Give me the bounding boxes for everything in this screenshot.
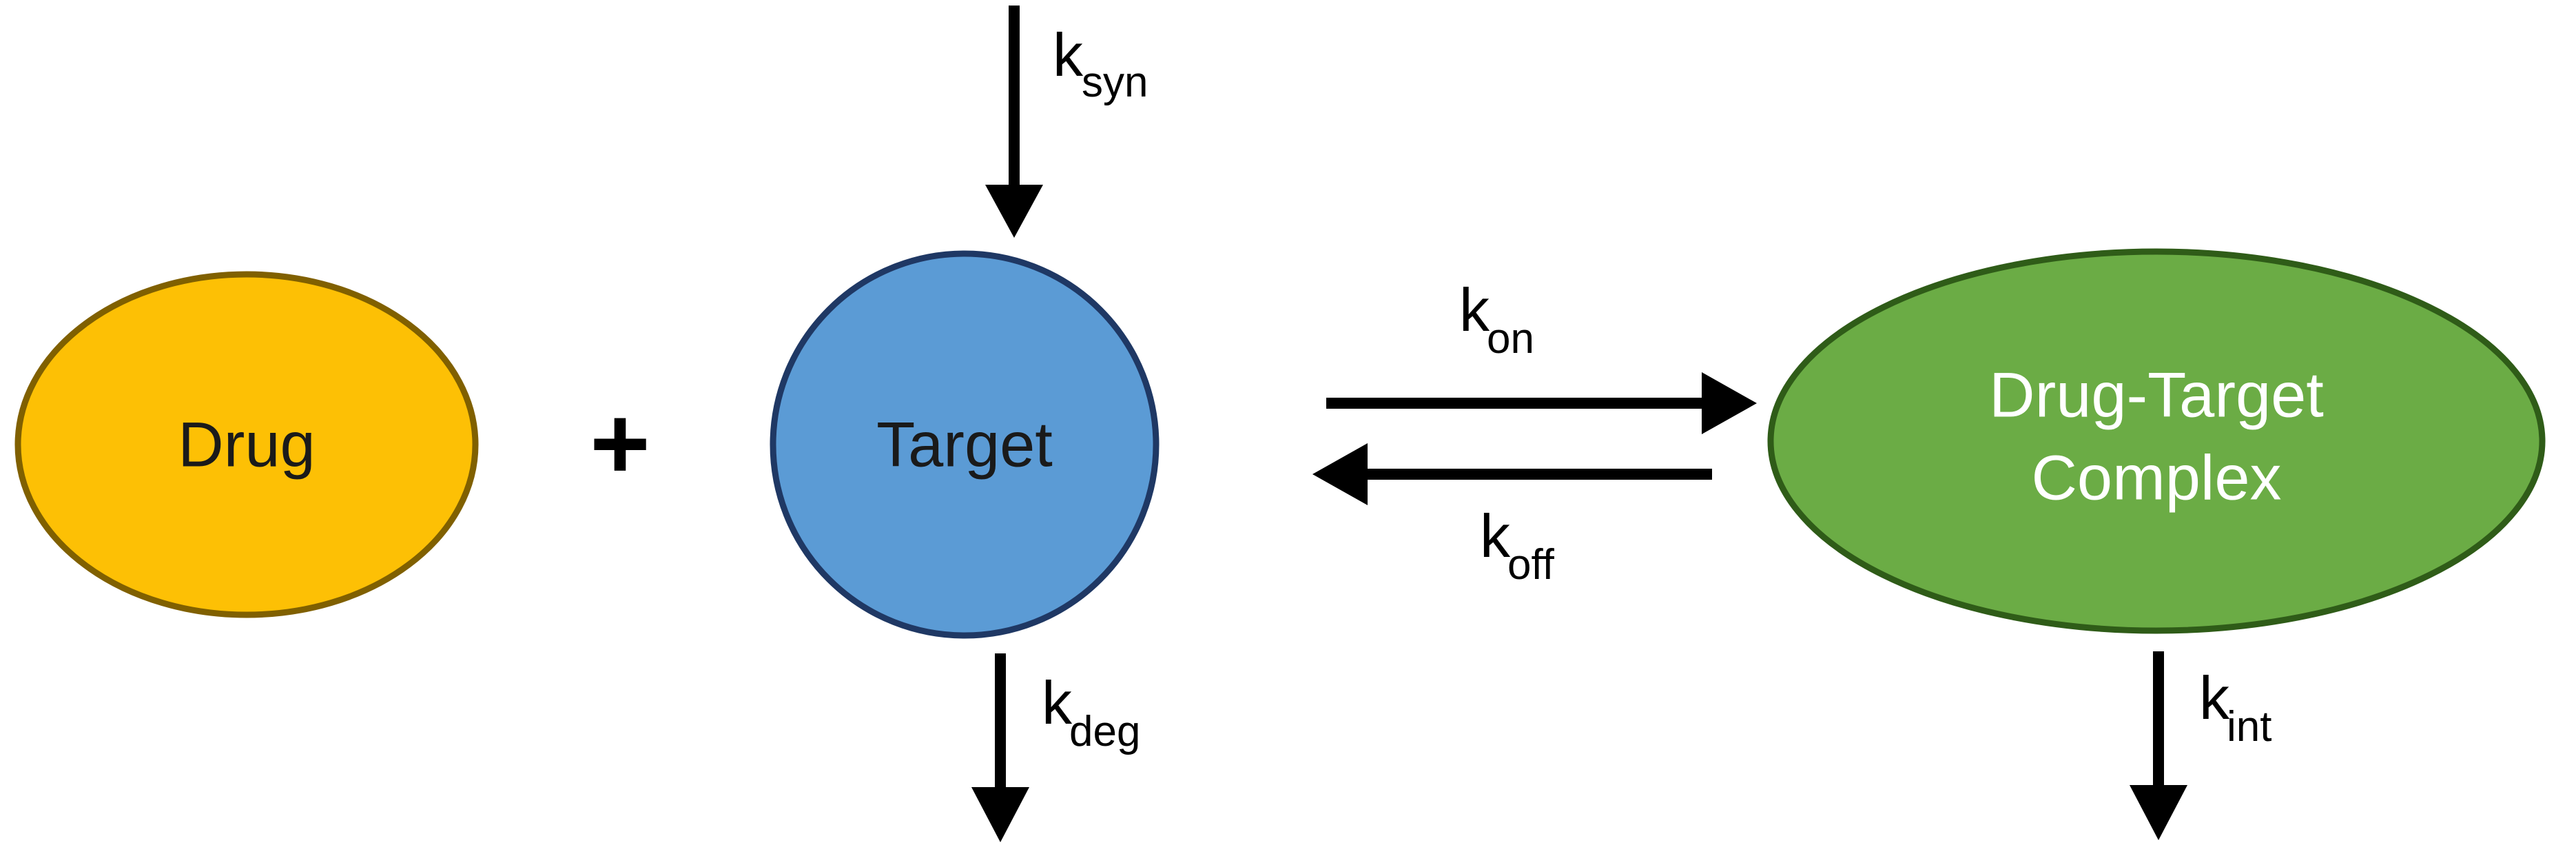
koff-label-k: k <box>1480 502 1511 570</box>
edge-kon[interactable]: k on <box>1326 276 1757 434</box>
kdeg-label-subscript: deg <box>1069 708 1140 755</box>
ksyn-label-subscript: syn <box>1082 59 1148 106</box>
drug-label: Drug <box>178 409 315 480</box>
edge-kdeg[interactable]: k deg <box>971 653 1140 842</box>
node-target[interactable]: Target <box>770 250 1160 639</box>
edge-ksyn[interactable]: k syn <box>985 6 1148 238</box>
ksyn-label-k: k <box>1053 21 1084 89</box>
kon-arrowhead <box>1702 372 1757 434</box>
node-drug[interactable]: Drug <box>14 271 479 618</box>
edge-koff[interactable]: k off <box>1312 443 1712 589</box>
target-label: Target <box>876 409 1053 480</box>
kint-label-subscript: int <box>2227 703 2271 751</box>
complex-label-line2: Complex <box>2031 442 2281 513</box>
complex-label-line1: Drug-Target <box>1989 360 2324 430</box>
drug-ellipse-shape <box>14 271 479 618</box>
node-complex[interactable]: Drug-Target Complex <box>1767 248 2546 634</box>
ksyn-arrowhead <box>985 185 1043 238</box>
target-ellipse-shape <box>770 250 1160 639</box>
plus-operator: + <box>590 385 650 501</box>
kint-label-k: k <box>2199 664 2230 732</box>
kon-label-k: k <box>1459 276 1490 344</box>
complex-ellipse-shape <box>1767 248 2546 634</box>
kdeg-arrowhead <box>971 787 1029 842</box>
koff-arrowhead <box>1312 443 1368 505</box>
kon-label-subscript: on <box>1487 315 1534 363</box>
edge-kint[interactable]: k int <box>2130 651 2271 840</box>
kdeg-label-k: k <box>1042 669 1073 737</box>
kint-arrowhead <box>2130 785 2187 840</box>
koff-label-subscript: off <box>1507 541 1555 589</box>
